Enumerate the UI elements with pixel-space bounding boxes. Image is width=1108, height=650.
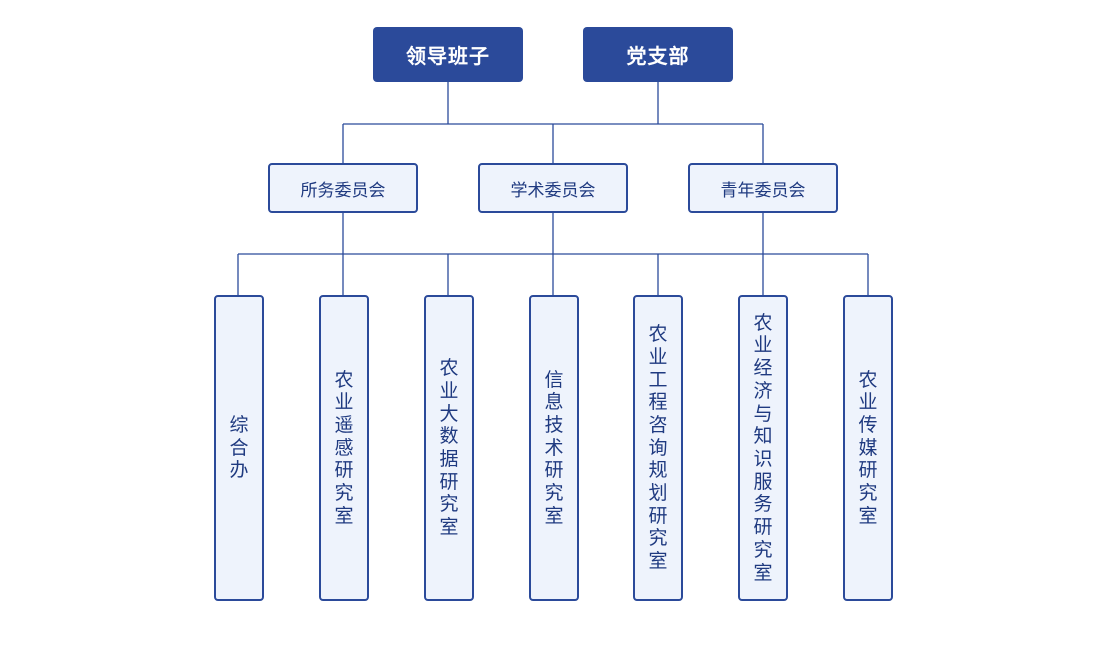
unit-remote-sensing-box: 农业遥感研究室 bbox=[319, 295, 369, 601]
committee-label: 青年委员会 bbox=[720, 180, 806, 201]
unit-info-tech-box: 信息技术研究室 bbox=[529, 295, 579, 601]
unit-media-box: 农业传媒研究室 bbox=[843, 295, 893, 601]
party-branch-box: 党支部 bbox=[583, 27, 733, 82]
party-branch-label: 党支部 bbox=[626, 44, 690, 68]
committee-label: 学术委员会 bbox=[510, 180, 596, 201]
unit-general-office-box: 综合办 bbox=[214, 295, 264, 601]
leadership-label: 领导班子 bbox=[406, 44, 490, 68]
unit-label: 农业经济与知识服务研究室 bbox=[753, 311, 773, 584]
unit-label: 农业遥感研究室 bbox=[334, 368, 354, 527]
committee-label: 所务委员会 bbox=[300, 180, 386, 201]
unit-engineering-consulting-box: 农业工程咨询规划研究室 bbox=[633, 295, 683, 601]
unit-economics-knowledge-box: 农业经济与知识服务研究室 bbox=[738, 295, 788, 601]
unit-label: 综合办 bbox=[229, 413, 249, 482]
unit-label: 信息技术研究室 bbox=[544, 368, 564, 527]
academic-committee-box: 学术委员会 bbox=[478, 163, 628, 213]
administrative-committee-box: 所务委员会 bbox=[268, 163, 418, 213]
leadership-box: 领导班子 bbox=[373, 27, 523, 82]
unit-label: 农业工程咨询规划研究室 bbox=[648, 323, 668, 573]
unit-label: 农业传媒研究室 bbox=[858, 368, 878, 527]
unit-label: 农业大数据研究室 bbox=[439, 357, 459, 539]
unit-big-data-box: 农业大数据研究室 bbox=[424, 295, 474, 601]
youth-committee-box: 青年委员会 bbox=[688, 163, 838, 213]
